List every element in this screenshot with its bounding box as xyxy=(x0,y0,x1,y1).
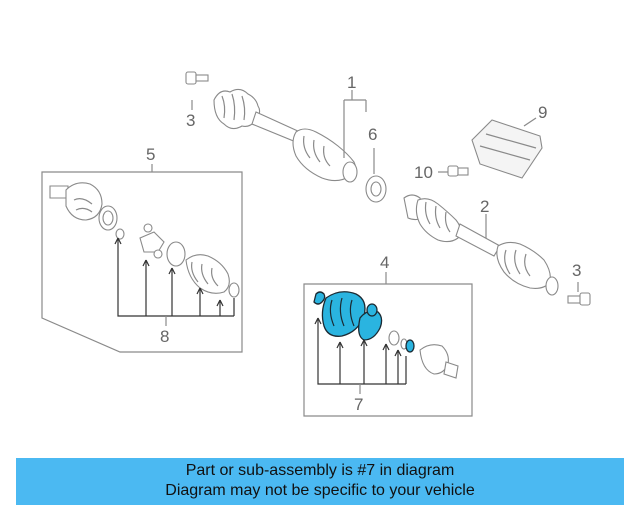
callout-10: 10 xyxy=(414,163,433,182)
bracket-part-9 xyxy=(471,119,543,179)
bolt-part-10 xyxy=(438,165,469,177)
washer-part-6 xyxy=(365,175,387,203)
caption-line-disclaimer: Diagram may not be specific to your vehi… xyxy=(165,482,475,499)
callout-9: 9 xyxy=(538,103,547,122)
callout-1: 1 xyxy=(347,73,356,92)
callout-5: 5 xyxy=(146,145,155,164)
axle-shaft-right xyxy=(403,194,559,296)
callout-2: 2 xyxy=(480,197,489,216)
callout-3-right: 3 xyxy=(572,261,581,280)
bolt-upper-left xyxy=(185,71,209,85)
boot-kit-part-7-highlight xyxy=(313,291,383,341)
callout-4: 4 xyxy=(380,253,389,272)
subassembly-box-part-4 xyxy=(303,272,473,417)
axle-shaft-upper xyxy=(213,88,358,183)
caption-banner: Part or sub-assembly is #7 in diagram Di… xyxy=(16,458,624,505)
subassembly-box-part-5 xyxy=(41,164,243,353)
callout-3-upper: 3 xyxy=(186,111,195,130)
callout-8: 8 xyxy=(160,327,169,346)
callout-7: 7 xyxy=(354,395,363,414)
callout-6: 6 xyxy=(368,125,377,144)
bolt-lower-right xyxy=(567,282,591,306)
caption-line-part: Part or sub-assembly is #7 in diagram xyxy=(185,462,455,479)
